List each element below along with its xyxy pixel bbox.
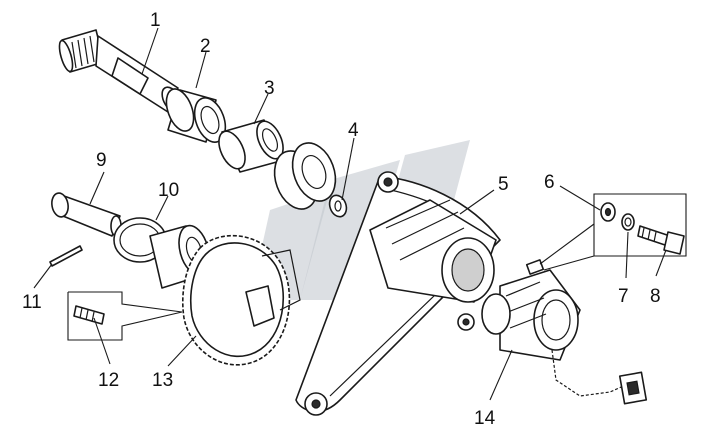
callout-13: 13 bbox=[152, 370, 173, 391]
part-14-motor bbox=[481, 259, 648, 405]
callout-8: 8 bbox=[650, 286, 661, 307]
callout-11: 11 bbox=[22, 292, 42, 313]
part-2-ball-bearing bbox=[165, 88, 227, 143]
callout-10: 10 bbox=[158, 180, 179, 201]
part-7-lock-washer bbox=[621, 213, 635, 231]
callout-2: 2 bbox=[200, 36, 211, 57]
callout-7: 7 bbox=[618, 286, 629, 307]
part-1-splined-shaft bbox=[58, 29, 183, 114]
part-4-washer bbox=[328, 194, 348, 218]
callout-4: 4 bbox=[348, 120, 359, 141]
callout-1: 1 bbox=[150, 10, 161, 31]
callout-5: 5 bbox=[498, 174, 509, 195]
callout-3: 3 bbox=[264, 78, 275, 99]
leader-lines bbox=[33, 27, 667, 401]
part-13-gear bbox=[181, 234, 301, 366]
part-8-bolt bbox=[637, 225, 685, 255]
bracket-6-7-8 bbox=[539, 193, 687, 271]
callout-12: 12 bbox=[98, 370, 119, 391]
callout-9: 9 bbox=[96, 150, 107, 171]
part-3-sleeve bbox=[218, 119, 285, 173]
part-11-cotter-pin bbox=[49, 245, 83, 267]
part-9-pin bbox=[51, 192, 122, 237]
callout-6: 6 bbox=[544, 172, 555, 193]
part-5-housing bbox=[295, 171, 501, 416]
part-bearing-right bbox=[273, 142, 337, 210]
part-6-washer bbox=[600, 202, 616, 222]
callout-14: 14 bbox=[474, 408, 496, 429]
part-12-stud-bracket bbox=[67, 291, 183, 341]
callout-labels: 1 2 3 4 5 6 7 8 9 10 11 12 13 14 bbox=[22, 10, 661, 429]
